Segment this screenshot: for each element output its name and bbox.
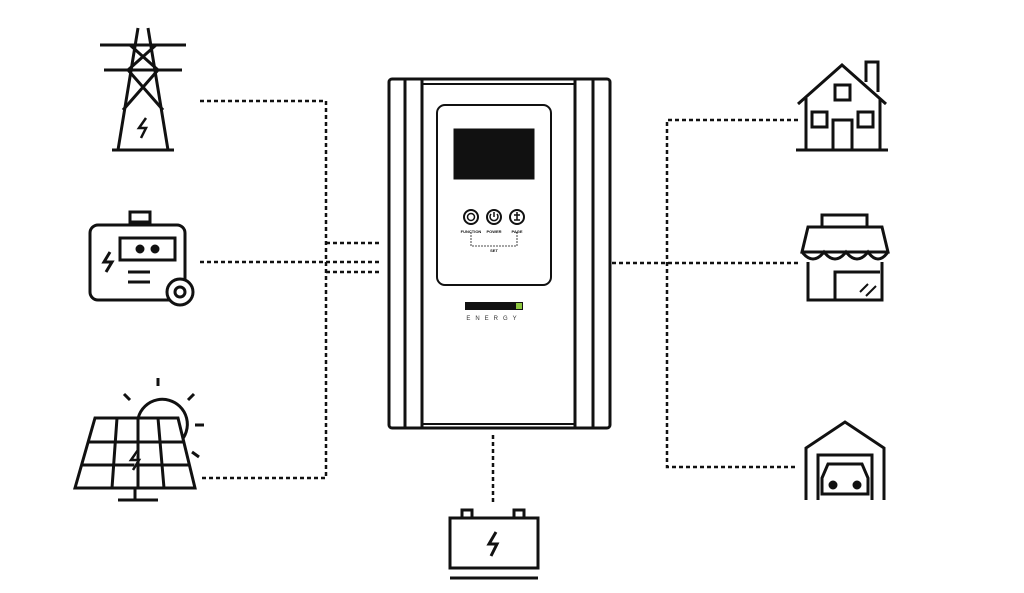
function-button[interactable]	[463, 209, 479, 225]
svg-text:ENERGY: ENERGY	[466, 316, 521, 322]
control-panel	[436, 104, 552, 286]
generator-icon	[88, 210, 195, 307]
shop-icon	[800, 213, 890, 302]
olmo-logo: ENERGY	[465, 302, 523, 322]
power-label: POWER	[486, 229, 501, 234]
connection-lines	[200, 99, 798, 505]
inverter: FUNCTION POWER PAGE SET ENERGY	[387, 77, 612, 430]
power-tower-icon	[100, 27, 186, 152]
solar-panel-icon	[73, 378, 204, 502]
page-label: PAGE	[511, 229, 522, 234]
set-label: SET	[490, 248, 498, 253]
garage-car-icon	[804, 420, 886, 500]
house-icon	[796, 60, 888, 152]
battery-icon	[448, 508, 540, 580]
power-button[interactable]	[486, 209, 502, 225]
function-label: FUNCTION	[461, 229, 482, 234]
page-button[interactable]	[509, 209, 525, 225]
display-screen	[453, 128, 535, 180]
